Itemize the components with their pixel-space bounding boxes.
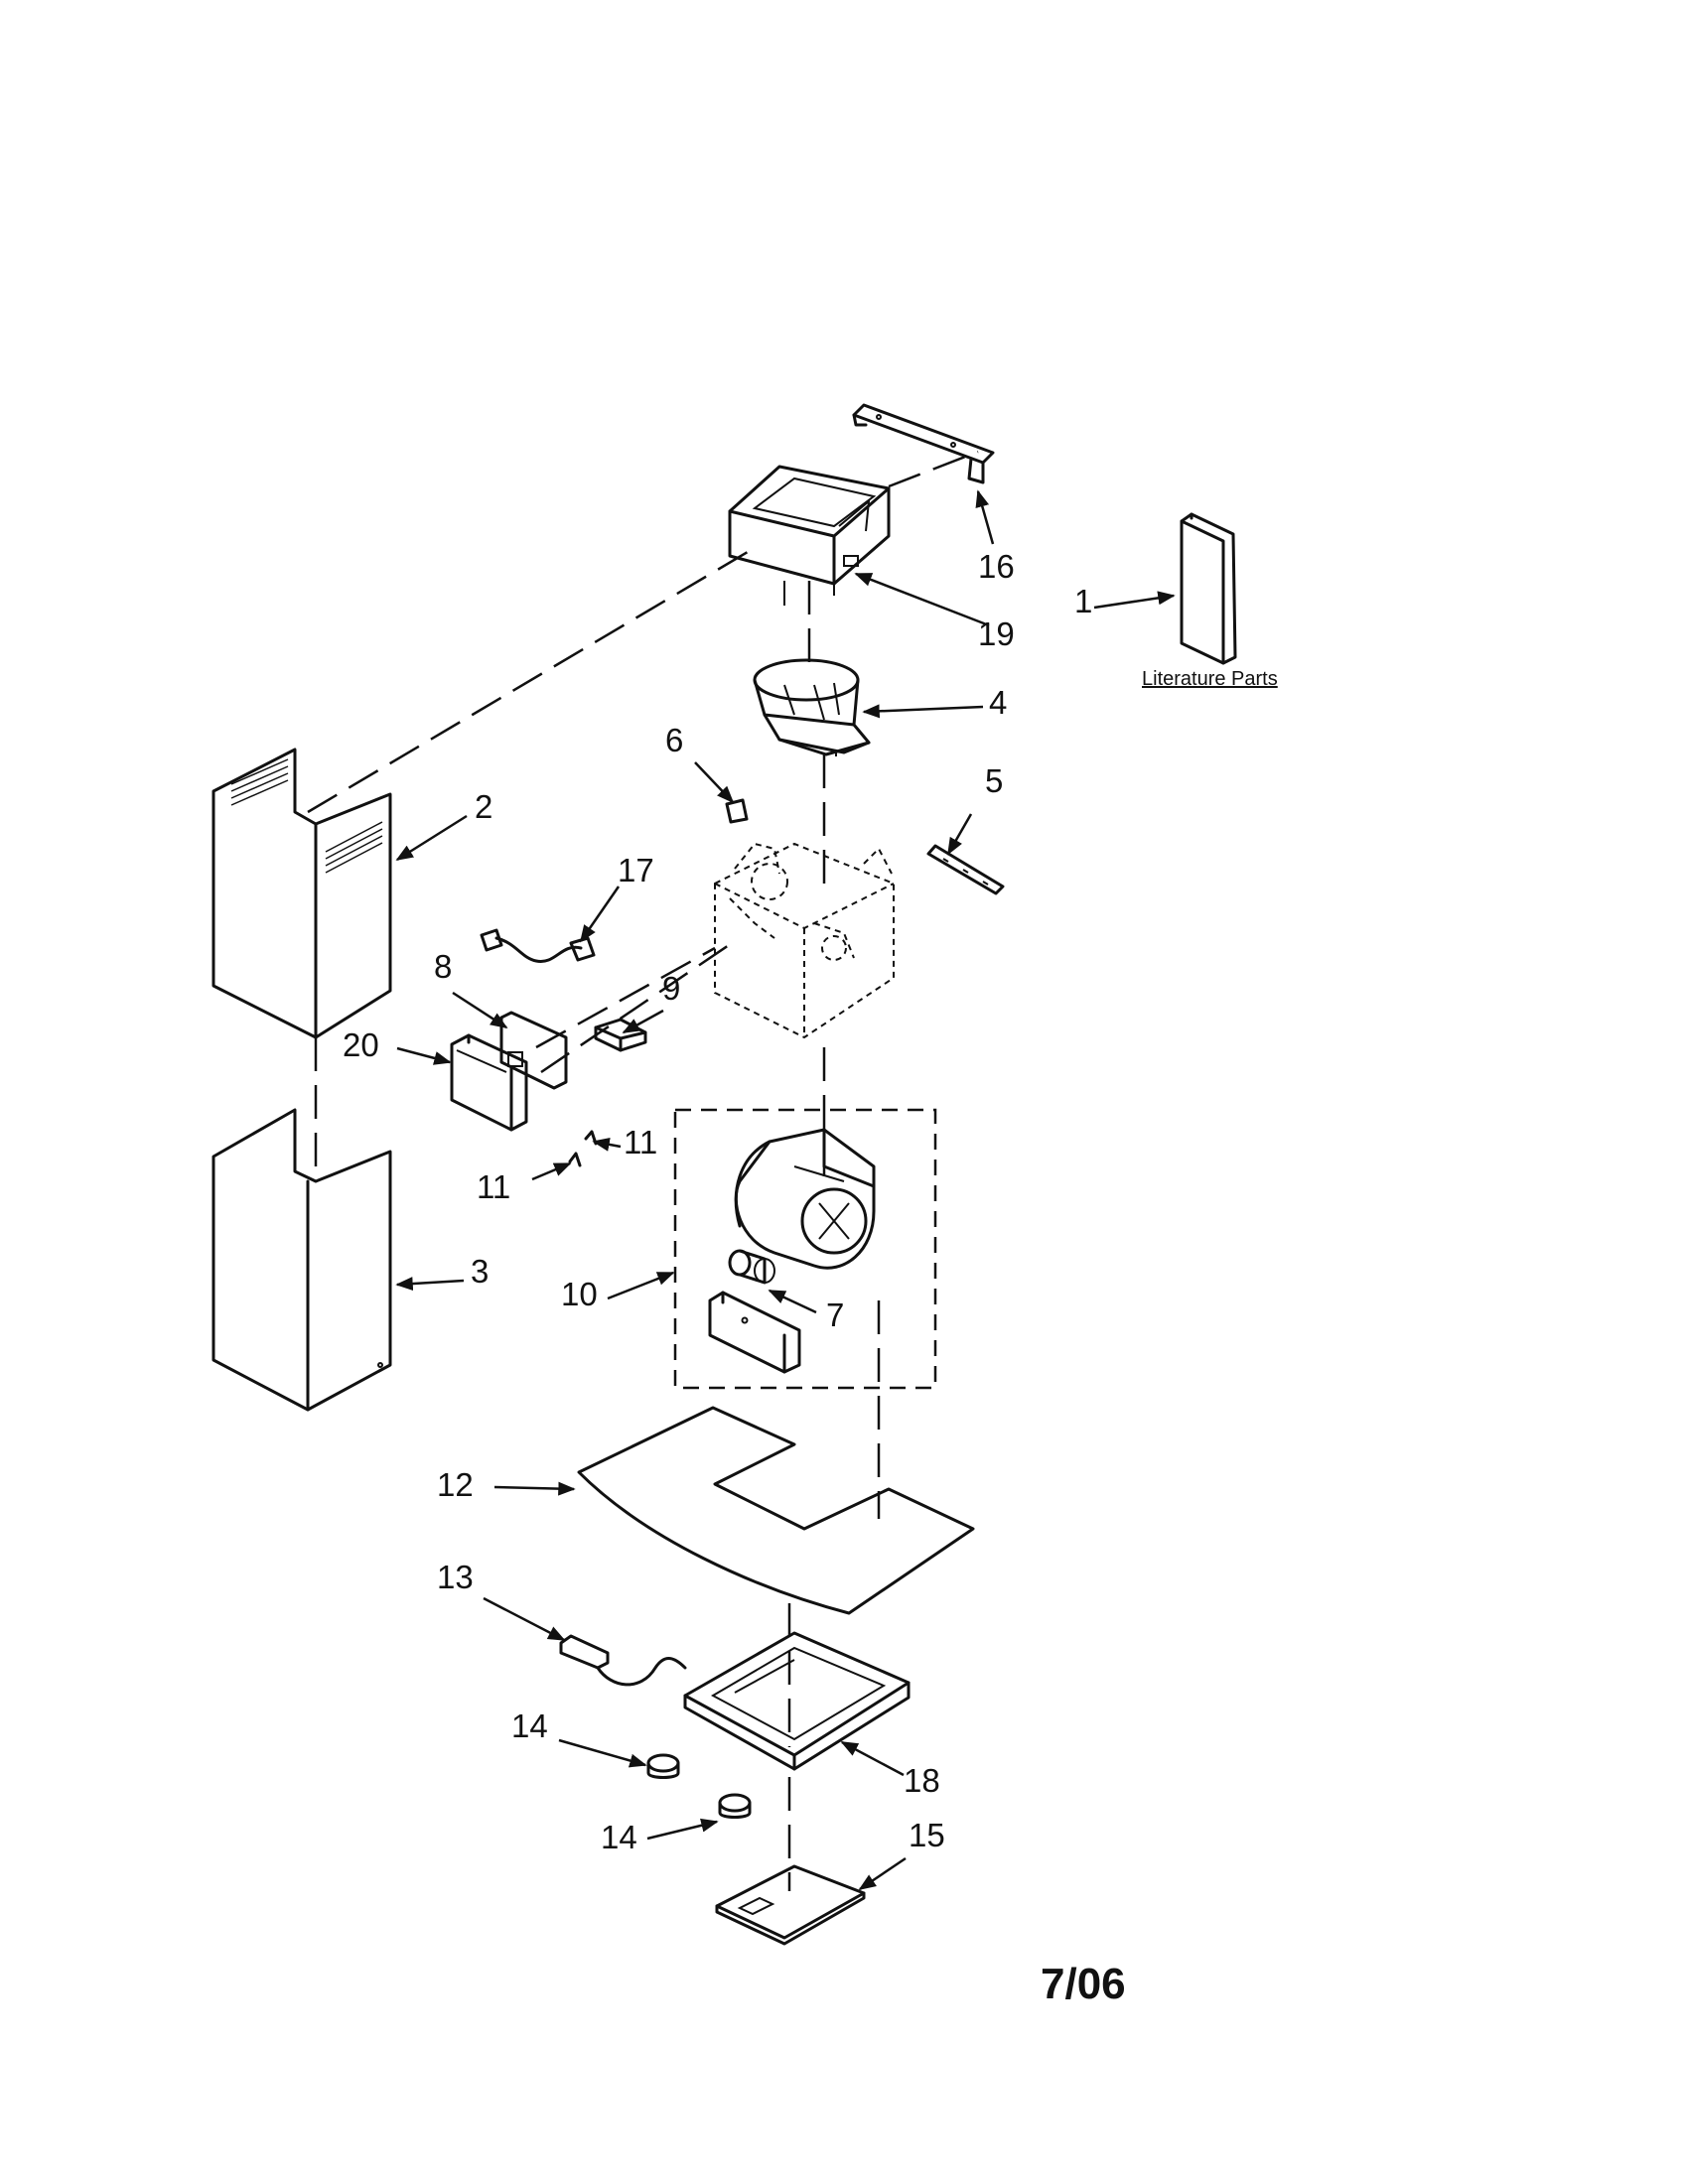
callout-5: 5 [985, 762, 1003, 799]
callout-2: 2 [475, 788, 492, 825]
part-10-mounting-bracket [708, 1291, 801, 1374]
date-code: 7/06 [1041, 1960, 1126, 2008]
callout-14-upper: 14 [511, 1707, 548, 1744]
callout-17: 17 [618, 852, 654, 888]
callout-7: 7 [826, 1297, 844, 1333]
part-10-blower-assembly-group [673, 1108, 937, 1390]
alignment-lines [307, 450, 979, 1891]
part-18-filter-frame [683, 1631, 911, 1771]
callout-12: 12 [437, 1466, 474, 1503]
part-12-glass-canopy [577, 1406, 975, 1615]
part-4-damper-transition [753, 658, 871, 756]
callout-11-upper: 11 [624, 1124, 657, 1160]
callout-1: 1 [1074, 583, 1092, 619]
callout-9: 9 [662, 970, 680, 1007]
callout-18: 18 [904, 1762, 940, 1799]
callout-4: 4 [989, 684, 1007, 721]
part-11-screws [568, 1130, 598, 1167]
callout-15: 15 [909, 1817, 945, 1853]
part-5-support-strip [926, 844, 1005, 895]
part-9-switch [594, 1018, 647, 1052]
part-2-upper-chimney [211, 748, 392, 1039]
part-17-power-cord [480, 928, 596, 963]
callout-10: 10 [561, 1276, 598, 1312]
callout-11-lower: 11 [477, 1168, 510, 1205]
callout-3: 3 [471, 1253, 489, 1290]
callout-14-lower: 14 [601, 1819, 637, 1855]
part-16-mounting-bracket [852, 403, 995, 484]
callout-16: 16 [978, 548, 1015, 585]
part-1-literature-booklet [1180, 512, 1237, 665]
part-7-capacitor [728, 1249, 775, 1285]
callout-20: 20 [343, 1026, 379, 1063]
part-19-duct-box [728, 465, 891, 606]
part-3-lower-chimney [211, 1108, 392, 1412]
callout-8: 8 [434, 948, 452, 985]
part-8-control-board [499, 946, 716, 1090]
part-13-light-harness [559, 1634, 687, 1687]
literature-parts-label: Literature Parts [1142, 668, 1278, 690]
part-14-knobs [646, 1753, 752, 1819]
part-10-blower-assembly [734, 1128, 876, 1270]
callout-13: 13 [437, 1559, 474, 1595]
part-15-grease-filter [715, 1864, 866, 1946]
callout-19: 19 [978, 615, 1015, 652]
leader-arrows [395, 489, 1176, 1891]
blower-housing-phantom [714, 842, 895, 1039]
part-6-clip [725, 798, 749, 824]
callout-labels: 1 2 3 4 5 6 7 8 9 10 11 11 12 13 14 14 1… [343, 548, 1092, 1855]
part-20-control-box [450, 1033, 528, 1132]
callout-6: 6 [665, 722, 683, 758]
